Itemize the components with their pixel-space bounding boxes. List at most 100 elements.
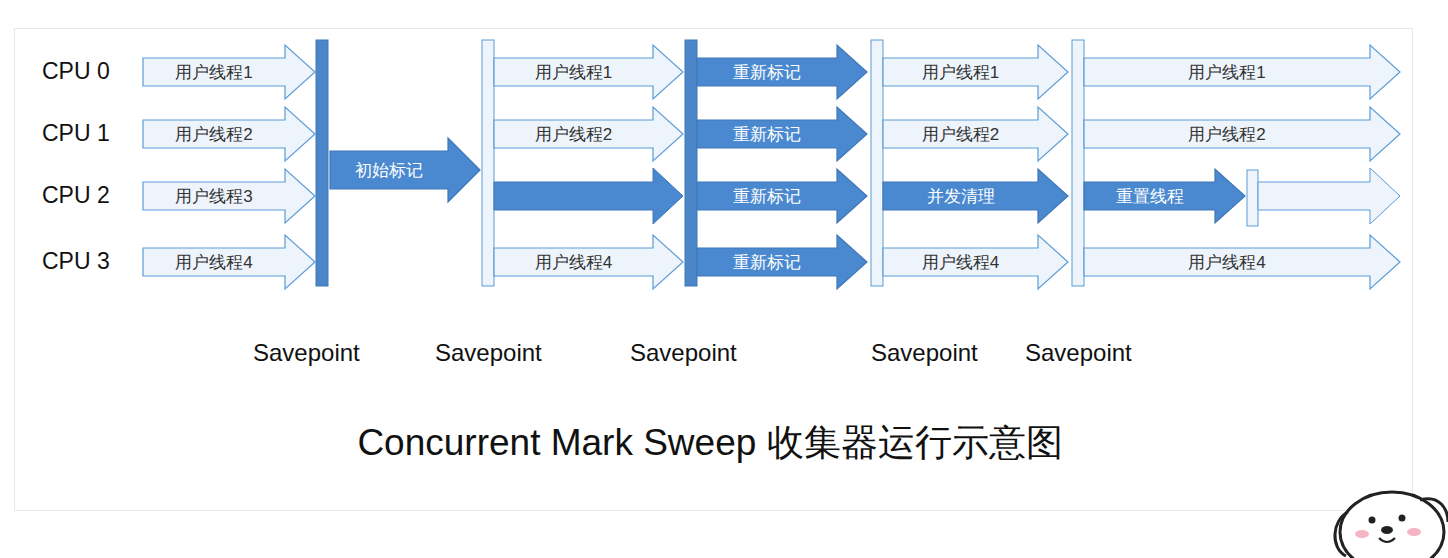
thread-arrow	[494, 168, 683, 224]
savepoint-label: Savepoint	[435, 339, 542, 367]
arrow-label-box: 用户线程2	[1084, 106, 1370, 162]
thread-arrow: 用户线程4	[1084, 234, 1400, 290]
arrow-label: 重置线程	[1116, 185, 1184, 208]
arrow-outline	[1084, 235, 1400, 289]
arrow-label: 初始标记	[355, 159, 423, 182]
arrow-label-box: 初始标记	[330, 137, 448, 203]
arrow-label-box: 用户线程4	[143, 234, 285, 290]
cpu-label: CPU 0	[42, 58, 110, 85]
arrow-label: 用户线程1	[175, 61, 252, 84]
arrow-label: 用户线程1	[922, 61, 999, 84]
arrow-label-box: 用户线程2	[143, 106, 285, 162]
cpu-label: CPU 3	[42, 248, 110, 275]
cpu-label: CPU 2	[42, 182, 110, 209]
arrow-label: 并发清理	[927, 185, 995, 208]
thread-arrow: 用户线程1	[883, 44, 1068, 100]
arrow-label-box: 用户线程2	[883, 106, 1038, 162]
savepoint-label: Savepoint	[630, 339, 737, 367]
arrow-label-box: 重新标记	[697, 234, 837, 290]
arrow-label-box: 用户线程4	[883, 234, 1038, 290]
arrow-outline	[1084, 107, 1400, 161]
thread-arrow: 用户线程4	[143, 234, 315, 290]
arrow-label: 用户线程4	[535, 251, 612, 274]
phase-arrow: 初始标记	[330, 137, 480, 203]
arrow-label: 用户线程4	[1188, 251, 1265, 274]
dog-mascot	[1335, 492, 1448, 558]
arrow-label-box: 用户线程4	[1084, 234, 1370, 290]
arrow-label: 用户线程2	[535, 123, 612, 146]
thread-arrow: 用户线程2	[143, 106, 315, 162]
panel-border	[15, 29, 1413, 511]
savepoint-label: Savepoint	[871, 339, 978, 367]
arrow-outline	[697, 169, 867, 223]
arrow-label-box: 重新标记	[697, 44, 837, 100]
savepoint-bar	[482, 40, 494, 286]
thread-arrow: 用户线程1	[143, 44, 315, 100]
phase-arrow: 重新标记	[697, 168, 867, 224]
arrow-label-box: 用户线程1	[494, 44, 653, 100]
arrow-outline	[494, 235, 683, 289]
arrow-outline	[143, 169, 315, 223]
arrow-label-box: 用户线程4	[494, 234, 653, 290]
phase-arrow: 重新标记	[697, 44, 867, 100]
arrow-outline	[697, 235, 867, 289]
arrow-label-box: 用户线程1	[143, 44, 285, 100]
arrow-label-box: 用户线程3	[143, 168, 285, 224]
arrow-outline	[494, 45, 683, 99]
arrow-outline	[697, 107, 867, 161]
arrow-label: 用户线程4	[922, 251, 999, 274]
arrow-label: 用户线程4	[175, 251, 252, 274]
arrow-outline	[1084, 45, 1400, 99]
savepoint-bar	[1072, 40, 1084, 286]
arrow-label-box: 用户线程2	[494, 106, 653, 162]
arrow-outline	[883, 235, 1068, 289]
arrow-label: 用户线程2	[1188, 123, 1265, 146]
arrow-label: 重新标记	[733, 61, 801, 84]
thread-arrow: 用户线程2	[494, 106, 683, 162]
thread-arrow: 用户线程4	[883, 234, 1068, 290]
savepoint-bar	[685, 40, 697, 286]
thread-arrow: 用户线程1	[494, 44, 683, 100]
arrow-outline	[494, 107, 683, 161]
savepoint-bar	[871, 40, 883, 286]
savepoint-label: Savepoint	[253, 339, 360, 367]
thread-arrow: 用户线程1	[1084, 44, 1400, 100]
phase-arrow: 重新标记	[697, 234, 867, 290]
arrow-label-box: 重新标记	[697, 106, 837, 162]
thread-arrow: 用户线程2	[883, 106, 1068, 162]
arrow-outline	[143, 45, 315, 99]
phase-arrow: 重置线程	[1084, 168, 1245, 224]
figure-caption: Concurrent Mark Sweep 收集器运行示意图	[357, 418, 1062, 468]
arrow-outline	[883, 107, 1068, 161]
arrow-label: 重新标记	[733, 185, 801, 208]
thread-arrow: 用户线程2	[1084, 106, 1400, 162]
arrow-label-box: 并发清理	[883, 168, 1038, 224]
cpu-label: CPU 1	[42, 120, 110, 147]
savepoint-bar	[1247, 170, 1258, 226]
arrow-label-box: 重新标记	[697, 168, 837, 224]
arrow-outline	[330, 138, 480, 202]
phase-arrow: 重新标记	[697, 106, 867, 162]
arrow-label-box: 重置线程	[1084, 168, 1215, 224]
arrow-outline	[697, 45, 867, 99]
phase-arrow: 并发清理	[883, 168, 1068, 224]
arrow-label-box: 用户线程1	[883, 44, 1038, 100]
savepoint-bar	[316, 40, 328, 286]
thread-arrow: 用户线程4	[494, 234, 683, 290]
arrow-label: 重新标记	[733, 251, 801, 274]
arrow-label: 重新标记	[733, 123, 801, 146]
arrow-label: 用户线程1	[1188, 61, 1265, 84]
savepoint-label: Savepoint	[1025, 339, 1132, 367]
thread-arrow	[1258, 168, 1400, 224]
arrow-label-box: 用户线程1	[1084, 44, 1370, 100]
arrow-outline	[883, 45, 1068, 99]
arrow-label: 用户线程2	[175, 123, 252, 146]
arrow-label: 用户线程3	[175, 185, 252, 208]
arrow-outline	[1084, 169, 1245, 223]
arrow-outline	[143, 107, 315, 161]
thread-arrow: 用户线程3	[143, 168, 315, 224]
arrow-outline	[883, 169, 1068, 223]
arrow-label: 用户线程2	[922, 123, 999, 146]
arrow-label: 用户线程1	[535, 61, 612, 84]
